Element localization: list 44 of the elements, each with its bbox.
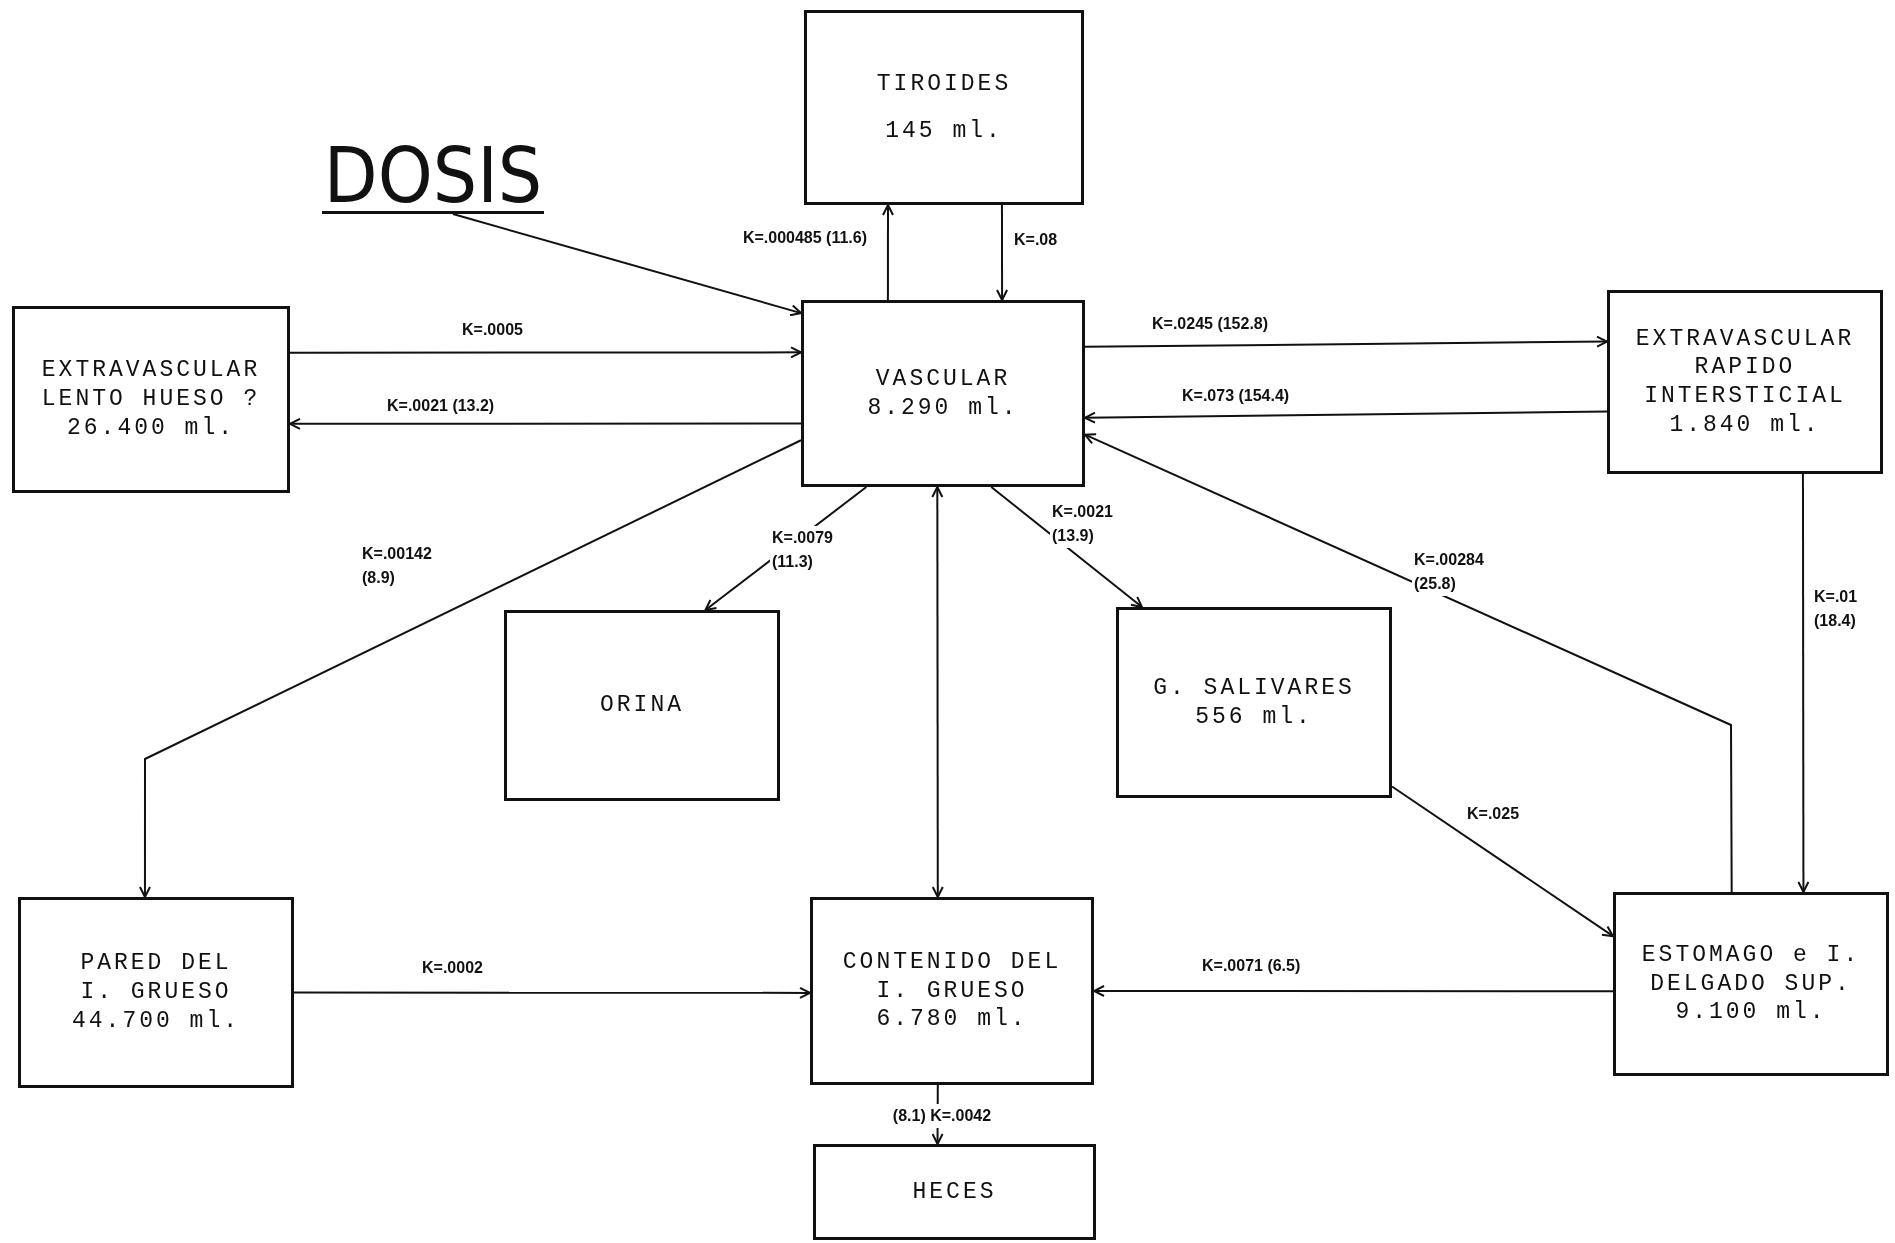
arrow bbox=[1084, 335, 1608, 348]
compartment-box bbox=[18, 897, 294, 1088]
arrow bbox=[1797, 473, 1810, 893]
compartment-name: PARED DEL I. GRUESO bbox=[79, 949, 233, 1007]
arrow bbox=[289, 417, 802, 430]
arrow bbox=[996, 204, 1009, 301]
compartment-name: ESTOMAGO e I. DELGADO SUP. bbox=[1640, 940, 1862, 999]
volume-text: 556 ml. bbox=[1195, 702, 1313, 732]
arrow bbox=[1391, 785, 1614, 938]
compartment-box bbox=[801, 300, 1085, 487]
compartment-name: TIROIDES bbox=[876, 69, 1012, 99]
compartment-box bbox=[504, 610, 780, 801]
arrow bbox=[1084, 433, 1733, 893]
compartment-box bbox=[1116, 607, 1392, 798]
compartment-box bbox=[1607, 290, 1883, 474]
compartment-box bbox=[1613, 892, 1889, 1076]
arrow bbox=[452, 213, 802, 317]
compartment-name: EXTRAVASCULAR LENTO HUESO ? bbox=[40, 356, 262, 414]
title-text: DOSIS bbox=[323, 137, 543, 215]
compartment-name: VASCULAR bbox=[875, 364, 1011, 394]
compartment-name: EXTRAVASCULAR RAPIDO INTERSTICIAL bbox=[1634, 324, 1856, 411]
arrow bbox=[293, 986, 811, 999]
arrow bbox=[1084, 410, 1608, 424]
volume-text: 44.700 ml. bbox=[72, 1006, 240, 1036]
compartment-name: HECES bbox=[912, 1177, 997, 1207]
compartment-box bbox=[813, 1144, 1096, 1240]
arrow bbox=[138, 439, 802, 898]
volume-text: 8.290 ml. bbox=[867, 393, 1019, 423]
arrow bbox=[1093, 985, 1614, 997]
compartment-box bbox=[12, 306, 290, 493]
arrow bbox=[882, 204, 894, 301]
arrow bbox=[289, 346, 802, 359]
arrow bbox=[990, 486, 1143, 608]
compartment-name: CONTENIDO DEL I. GRUESO bbox=[841, 947, 1063, 1006]
volume-text: 9.100 ml. bbox=[1675, 998, 1827, 1028]
volume-text: 26.400 ml. bbox=[67, 413, 235, 443]
compartment-name: G. SALIVARES bbox=[1153, 673, 1355, 703]
volume-text: 145 ml. bbox=[885, 116, 1003, 146]
volume-text: 1.840 ml. bbox=[1669, 410, 1821, 440]
compartment-box bbox=[804, 10, 1084, 205]
volume-text: 6.780 ml. bbox=[876, 1005, 1028, 1035]
compartment-name: ORINA bbox=[600, 691, 684, 720]
compartment-box bbox=[810, 897, 1094, 1085]
arrow bbox=[931, 486, 944, 898]
